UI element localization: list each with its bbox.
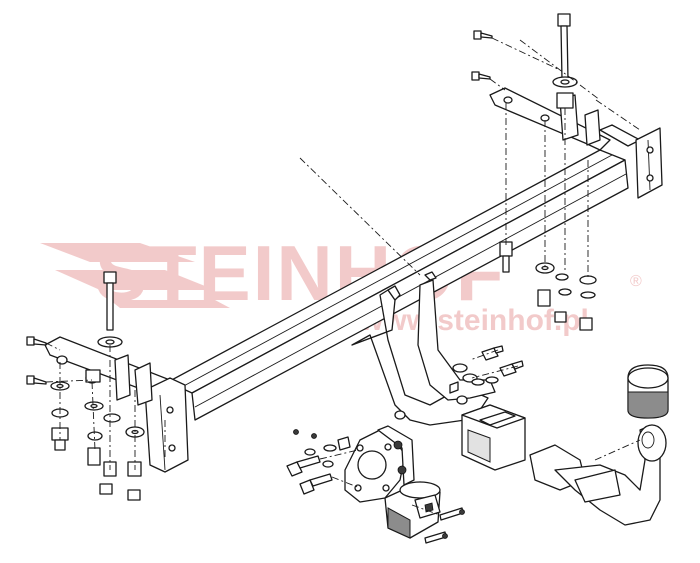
left-mounting-bracket — [44, 336, 189, 473]
assembly-center-lines — [45, 37, 641, 516]
watermark-registered: ® — [630, 273, 642, 290]
right-long-bolt — [552, 13, 578, 109]
right-washers-nuts — [499, 241, 597, 331]
ball-cover-cap — [627, 364, 669, 419]
right-bracket-bolts — [471, 30, 493, 81]
towbar-neck — [351, 271, 496, 426]
left-washers-nuts — [50, 369, 145, 501]
neck-bolts — [449, 345, 524, 394]
detachable-ball-arm — [529, 424, 667, 526]
electric-socket — [384, 481, 441, 539]
steinhof-watermark: STEINHOF ® www.steinhof.pl — [40, 229, 642, 337]
left-bracket-bolts — [26, 336, 47, 385]
ball-mount-block — [461, 404, 526, 471]
steinhof-logo-swoosh — [40, 243, 230, 308]
socket-screws — [286, 429, 465, 544]
main-cross-beam — [167, 149, 629, 421]
left-long-bolt — [97, 271, 123, 348]
socket-plate — [344, 425, 415, 503]
